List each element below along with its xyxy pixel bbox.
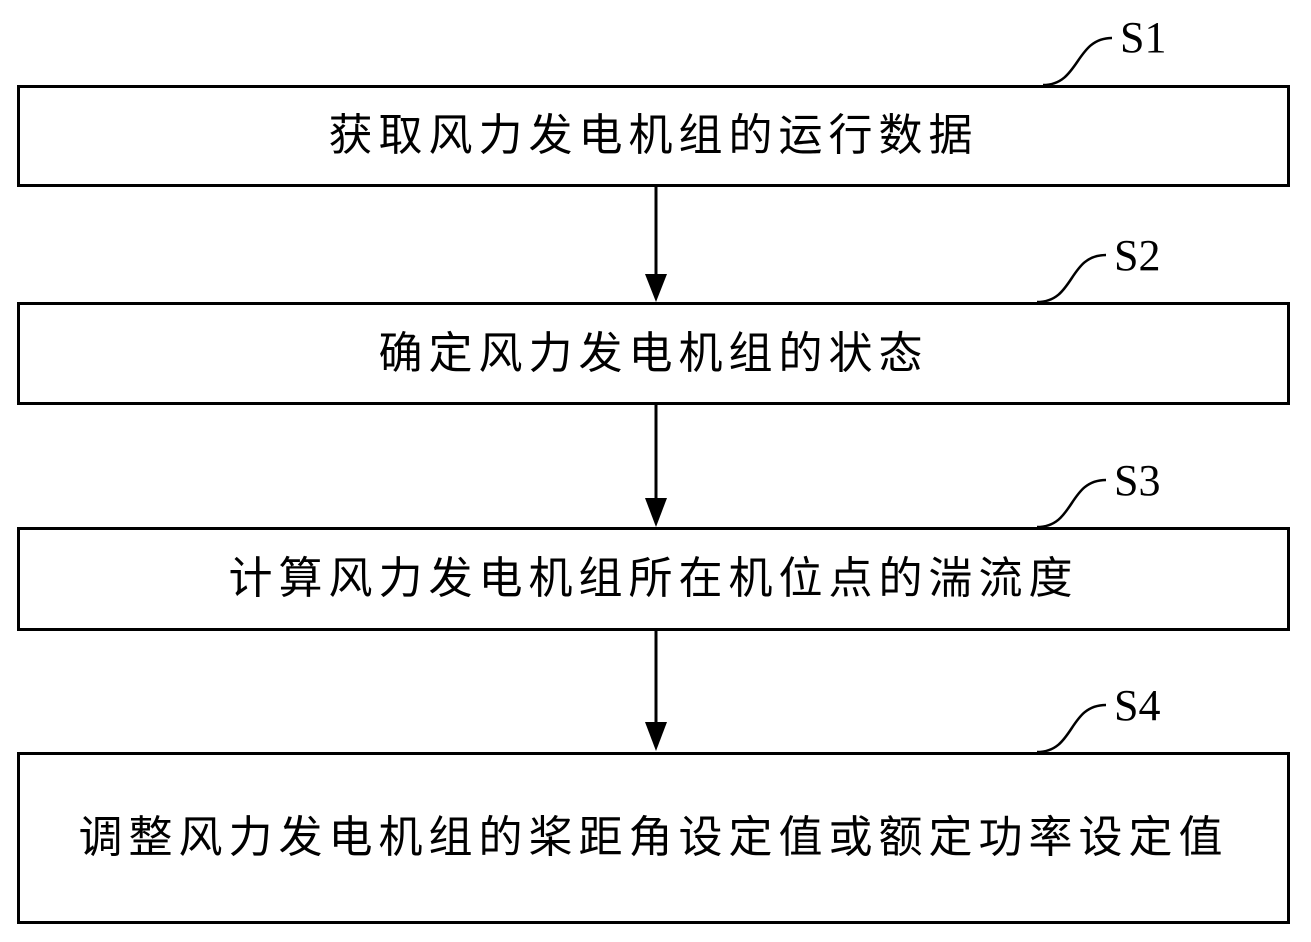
leader-line-s2 xyxy=(1036,253,1107,304)
step-label-s2: S2 xyxy=(1114,231,1161,280)
step-label-s3: S3 xyxy=(1114,456,1161,505)
leader-line-s3 xyxy=(1036,478,1107,529)
step-box-s1: 获取风力发电机组的运行数据 xyxy=(17,85,1290,187)
leader-line-s4 xyxy=(1036,703,1107,754)
step-label-s1: S1 xyxy=(1120,13,1167,62)
arrow-s2-to-s3 xyxy=(645,404,667,527)
leader-line-s1 xyxy=(1042,36,1113,87)
step-box-s4: 调整风力发电机组的桨距角设定值或额定功率设定值 xyxy=(17,752,1290,924)
step-box-s2: 确定风力发电机组的状态 xyxy=(17,302,1290,405)
step-text-s2: 确定风力发电机组的状态 xyxy=(378,327,929,379)
step-label-s4: S4 xyxy=(1114,681,1161,730)
arrow-s3-to-s4 xyxy=(645,630,667,751)
step-box-s3: 计算风力发电机组所在机位点的湍流度 xyxy=(17,527,1290,631)
arrow-s1-to-s2 xyxy=(645,186,667,302)
step-text-s1: 获取风力发电机组的运行数据 xyxy=(328,110,979,161)
step-text-s3: 计算风力发电机组所在机位点的湍流度 xyxy=(228,553,1079,604)
step-text-s4: 调整风力发电机组的桨距角设定值或额定功率设定值 xyxy=(78,812,1229,863)
